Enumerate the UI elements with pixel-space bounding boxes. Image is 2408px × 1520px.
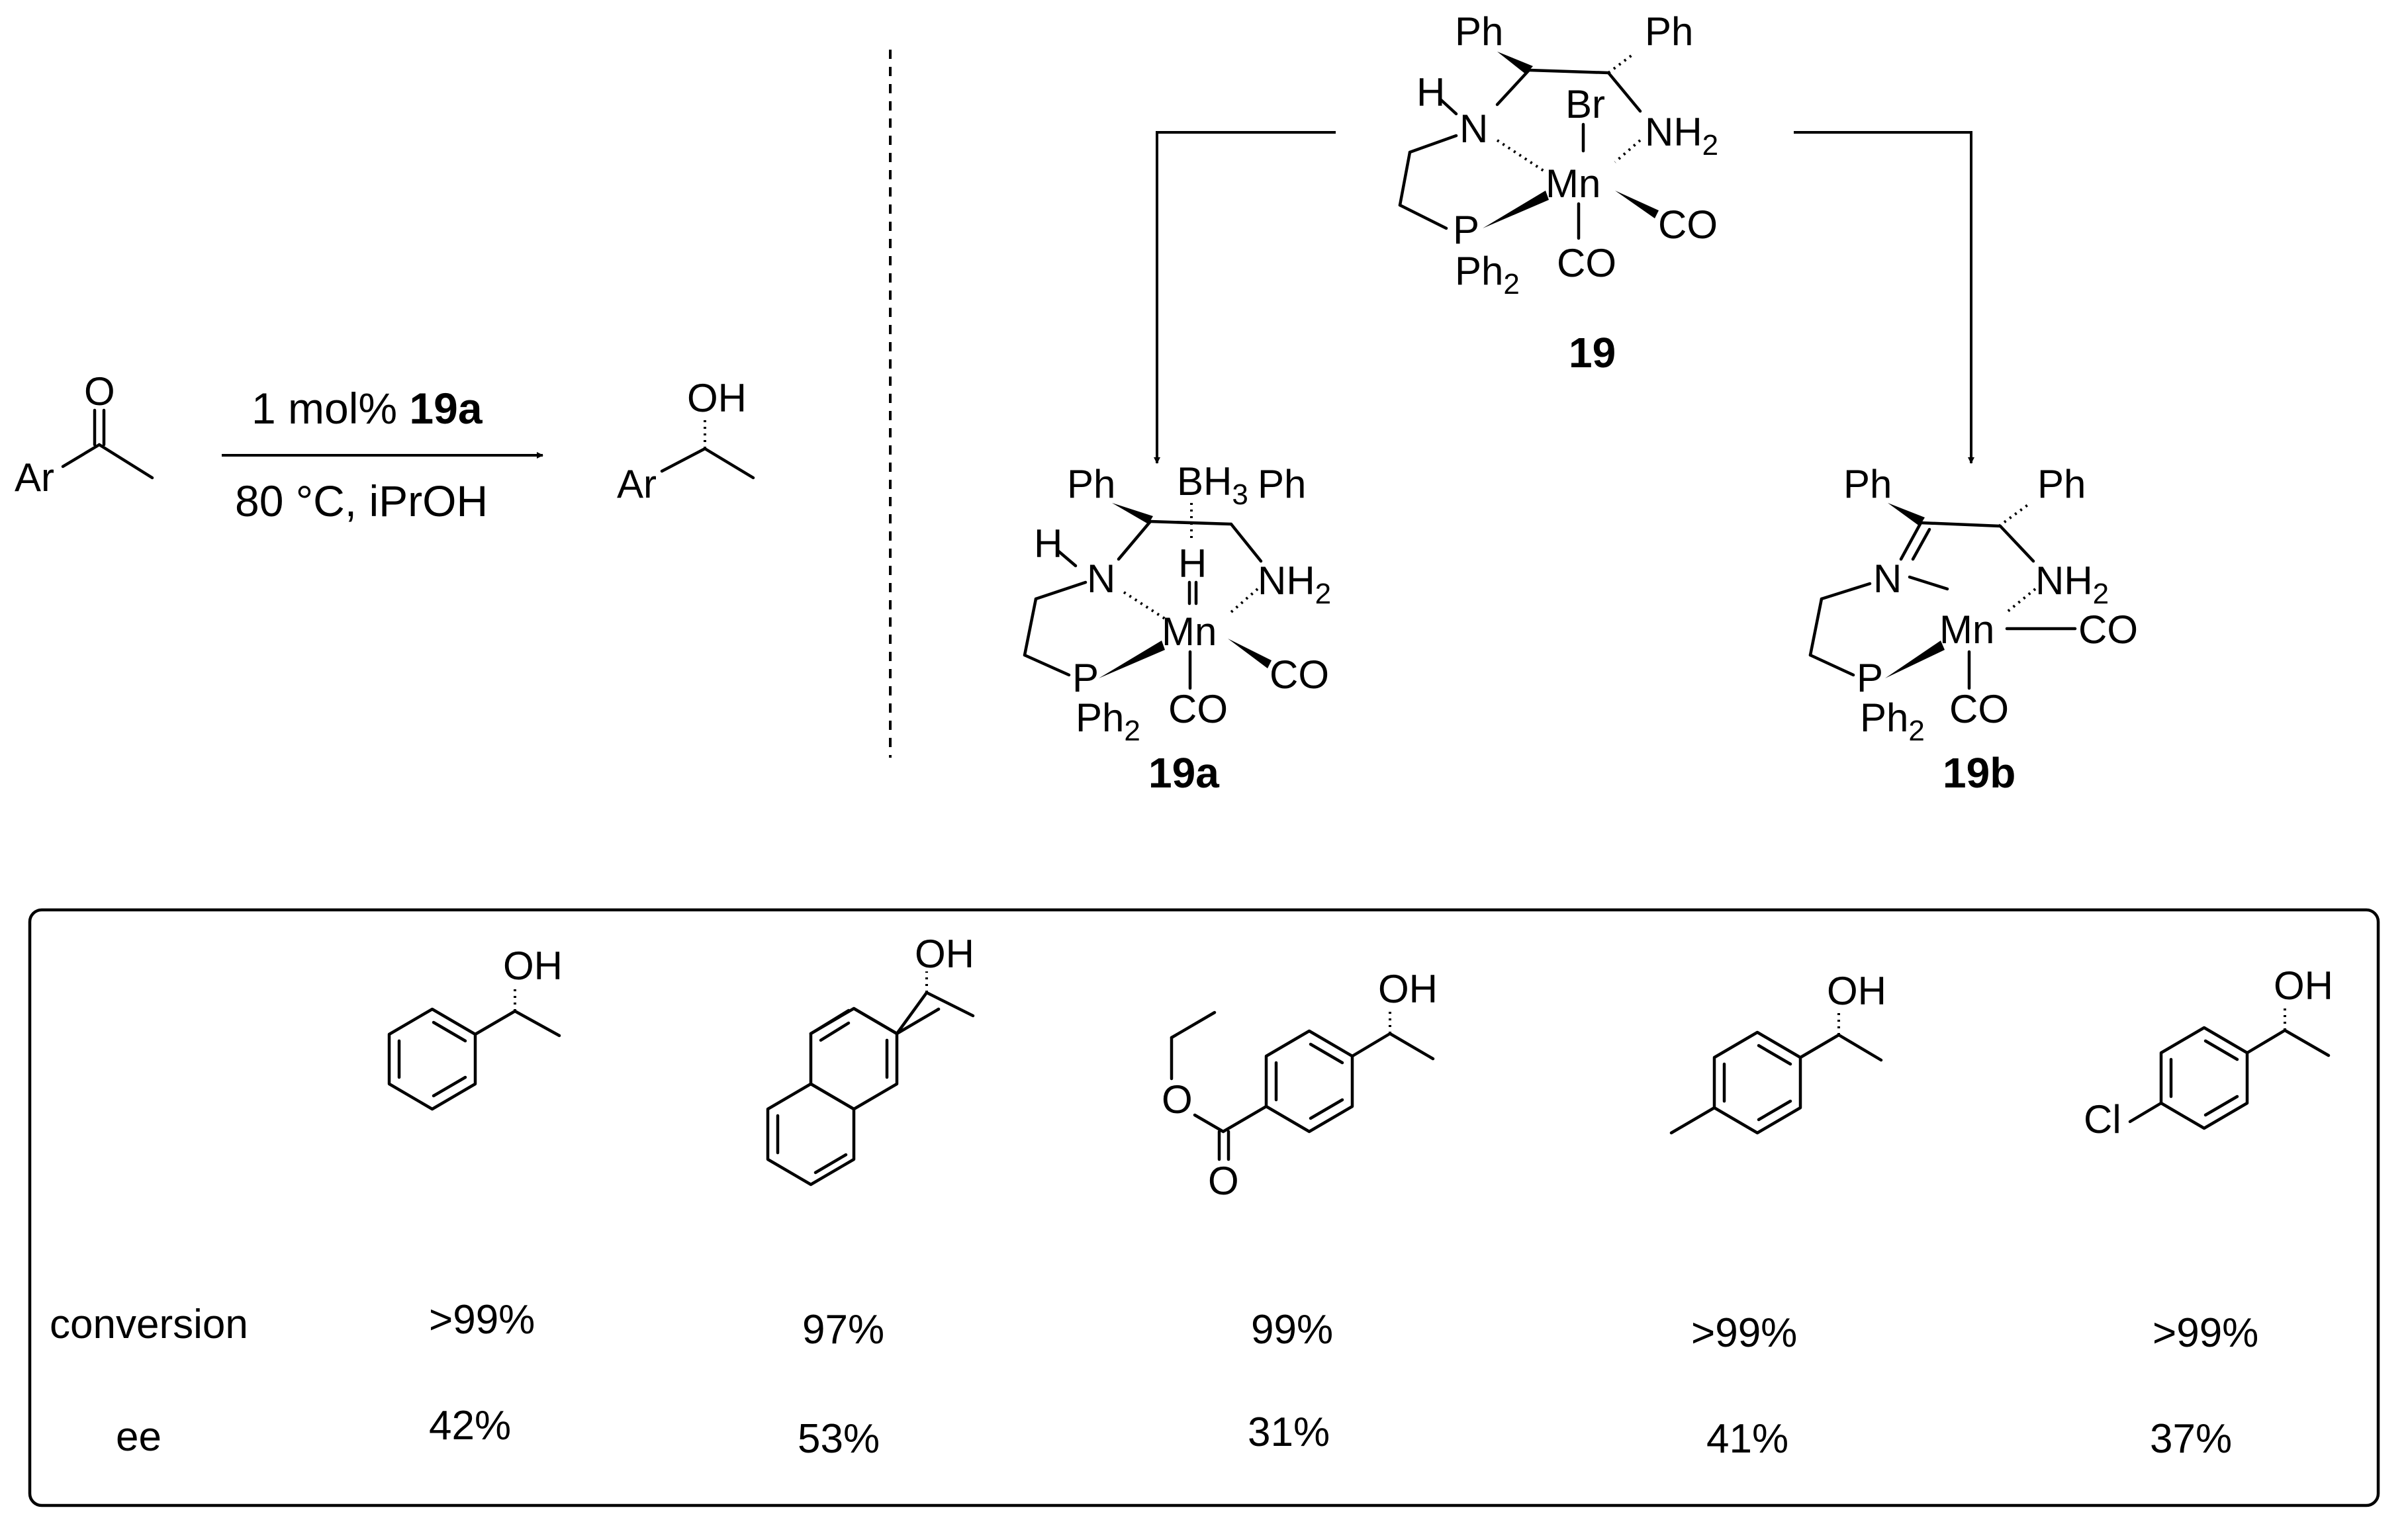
svg-text:CO: CO <box>1168 687 1228 731</box>
svg-text:CO: CO <box>1949 687 2009 731</box>
substrate-4-conversion: >99% <box>1691 1310 1797 1356</box>
reaction-arrow: 1 mol% 19a 80 °C, iPrOH <box>222 384 543 525</box>
svg-text:CO: CO <box>1557 241 1616 285</box>
svg-text:H: H <box>1034 521 1062 566</box>
svg-text:Ph: Ph <box>1645 9 1693 54</box>
svg-text:H: H <box>1416 70 1445 114</box>
substrate-4-structure: OH <box>1669 969 1886 1135</box>
svg-text:NH2: NH2 <box>2035 559 2109 610</box>
conditions-label: 80 °C, iPrOH <box>235 476 488 525</box>
substrate-1-ee: 42% <box>429 1403 511 1449</box>
atom-ar: Ar <box>617 462 657 506</box>
row-label-ee: ee <box>116 1414 162 1460</box>
substrate-3-ee: 31% <box>1248 1409 1330 1455</box>
svg-text:OH: OH <box>503 944 563 988</box>
substrate-2-conversion: 97% <box>802 1307 884 1353</box>
svg-text:Mn: Mn <box>1546 161 1600 206</box>
substrate-5-ee: 37% <box>2150 1416 2232 1462</box>
substrate-3-structure: OH O O <box>1162 967 1438 1203</box>
reagent-label: 1 mol% 19a <box>252 384 483 433</box>
substrate-1-conversion: >99% <box>429 1297 535 1343</box>
svg-text:OH: OH <box>915 932 974 976</box>
svg-text:OH: OH <box>1378 967 1438 1011</box>
svg-text:Ph2: Ph2 <box>1455 249 1520 300</box>
svg-text:NH2: NH2 <box>1258 559 1331 610</box>
results-box <box>28 908 2380 1507</box>
svg-text:Ph2: Ph2 <box>1076 695 1140 747</box>
svg-text:O: O <box>1208 1159 1239 1203</box>
svg-text:N: N <box>1087 557 1115 601</box>
atom-oh: OH <box>687 376 747 420</box>
svg-text:OH: OH <box>1827 969 1886 1013</box>
svg-text:Mn: Mn <box>1939 607 1994 652</box>
svg-text:Cl: Cl <box>2084 1097 2121 1141</box>
svg-text:Br: Br <box>1565 82 1605 126</box>
substrate-2-structure: OH <box>766 932 975 1186</box>
svg-text:P: P <box>1453 208 1479 252</box>
svg-text:N: N <box>1459 107 1488 151</box>
svg-text:Ph: Ph <box>1067 462 1115 506</box>
svg-text:BH3: BH3 <box>1177 459 1248 511</box>
svg-text:CO: CO <box>1658 202 1718 247</box>
substrate-5-structure: Cl OH <box>2084 963 2333 1141</box>
substrate-1-structure: OH <box>387 944 563 1111</box>
substrate-2-ee: 53% <box>798 1416 880 1462</box>
svg-text:Ph2: Ph2 <box>1860 695 1925 747</box>
svg-text:Ph: Ph <box>2037 462 2086 506</box>
complex-19a: Ph BH3 Ph H H N NH2 Mn P Ph2 CO CO 19a <box>1023 459 1331 797</box>
complex-19b: Ph Ph N NH2 Mn P Ph2 CO CO 19b <box>1808 462 2138 797</box>
compound-label-19: 19 <box>1569 329 1616 377</box>
svg-text:NH2: NH2 <box>1645 110 1718 161</box>
compound-label-19b: 19b <box>1943 749 2015 797</box>
branch-arrows <box>1154 131 1974 464</box>
complex-19: Ph Ph H N Br NH2 Mn P Ph2 CO CO 19 <box>1398 9 1718 377</box>
substrate-5-conversion: >99% <box>2153 1310 2258 1356</box>
atom-ar: Ar <box>15 455 54 500</box>
svg-text:CO: CO <box>1270 652 1329 697</box>
svg-text:N: N <box>1873 557 1902 601</box>
svg-text:Ph: Ph <box>1258 462 1306 506</box>
svg-text:Mn: Mn <box>1162 609 1217 654</box>
svg-text:O: O <box>1162 1077 1193 1122</box>
substrate-4-ee: 41% <box>1706 1416 1788 1462</box>
row-label-conversion: conversion <box>50 1302 248 1347</box>
svg-text:OH: OH <box>2274 963 2333 1008</box>
svg-text:Ph: Ph <box>1455 9 1503 54</box>
atom-o: O <box>84 369 115 414</box>
reactant-ketone: O Ar <box>15 369 154 500</box>
substrate-3-conversion: 99% <box>1251 1307 1333 1353</box>
svg-text:P: P <box>1857 656 1883 700</box>
svg-text:H: H <box>1178 541 1207 586</box>
svg-text:CO: CO <box>2078 607 2138 652</box>
product-alcohol: OH Ar <box>617 376 755 506</box>
svg-text:P: P <box>1072 656 1099 700</box>
compound-label-19a: 19a <box>1148 749 1219 797</box>
svg-text:Ph: Ph <box>1843 462 1892 506</box>
